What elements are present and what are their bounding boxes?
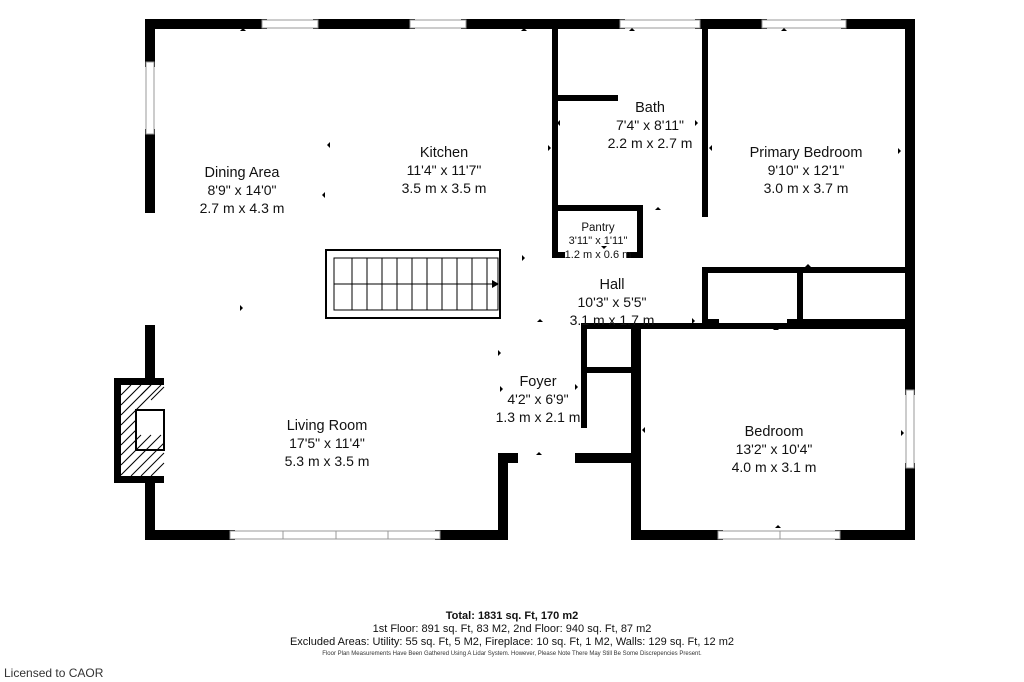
disclaimer: Floor Plan Measurements Have Been Gather… (322, 651, 702, 657)
room-imperial: 17'5" x 11'4" (289, 435, 365, 452)
room-label-kitchen: Kitchen 11'4" x 11'7" 3.5 m x 3.5 m (402, 144, 487, 197)
room-name: Bedroom (744, 424, 804, 440)
room-label-dining: Dining Area 8'9" x 14'0" 2.7 m x 4.3 m (200, 164, 285, 217)
room-label-living: Living Room 17'5" x 11'4" 5.3 m x 3.5 m (285, 417, 370, 470)
room-metric: 5.3 m x 3.5 m (284, 452, 370, 469)
floor-areas: 1st Floor: 891 sq. Ft, 83 M2, 2nd Floor:… (372, 623, 652, 635)
room-imperial: 8'9" x 14'0" (207, 182, 277, 199)
room-name: Primary Bedroom (749, 145, 863, 161)
room-imperial: 7'4" x 8'11" (616, 117, 684, 134)
room-label-hall: Hall 10'3" x 5'5" 3.1 m x 1.7 m (570, 276, 655, 329)
room-name: Hall (599, 277, 625, 293)
room-metric: 2.7 m x 4.3 m (199, 199, 285, 216)
room-imperial: 13'2" x 10'4" (735, 441, 813, 458)
room-label-primary-bedroom: Primary Bedroom 9'10" x 12'1" 3.0 m x 3.… (750, 144, 863, 197)
room-metric: 3.0 m x 3.7 m (763, 179, 849, 196)
room-name: Dining Area (204, 165, 280, 181)
room-metric: 3.5 m x 3.5 m (401, 179, 487, 196)
floor-plan (114, 19, 915, 540)
room-imperial: 4'2" x 6'9" (507, 391, 569, 408)
license-text: Licensed to CAOR (4, 666, 104, 680)
room-metric: 2.2 m x 2.7 m (607, 134, 693, 151)
staircase (325, 249, 501, 319)
room-metric: 4.0 m x 3.1 m (731, 458, 817, 475)
room-name: Kitchen (419, 145, 469, 161)
fireplace (114, 378, 165, 483)
room-name: Pantry (581, 222, 615, 234)
room-imperial: 10'3" x 5'5" (577, 294, 647, 311)
total-area: Total: 1831 sq. Ft, 170 m2 (445, 610, 579, 622)
excluded-areas: Excluded Areas: Utility: 55 sq. Ft, 5 M2… (289, 636, 735, 648)
room-name: Foyer (519, 374, 557, 390)
room-label-bath: Bath 7'4" x 8'11" 2.2 m x 2.7 m (608, 99, 693, 152)
room-imperial: 9'10" x 12'1" (767, 162, 845, 179)
door-markers (240, 28, 904, 528)
area-summary: Total: 1831 sq. Ft, 170 m2 1st Floor: 89… (0, 610, 1024, 657)
room-metric: 1.2 m x 0.6 m (564, 249, 632, 262)
room-imperial: 3'11" x 1'11" (568, 235, 628, 248)
windows (145, 19, 915, 540)
room-imperial: 11'4" x 11'7" (406, 162, 482, 179)
room-metric: 3.1 m x 1.7 m (569, 311, 655, 328)
room-label-bedroom: Bedroom 13'2" x 10'4" 4.0 m x 3.1 m (732, 423, 817, 476)
room-label-foyer: Foyer 4'2" x 6'9" 1.3 m x 2.1 m (496, 373, 581, 426)
room-metric: 1.3 m x 2.1 m (495, 408, 581, 425)
room-name: Bath (635, 100, 665, 116)
room-name: Living Room (286, 418, 368, 434)
room-label-pantry: Pantry 3'11" x 1'11" 1.2 m x 0.6 m (565, 221, 632, 263)
interior-walls (552, 27, 913, 428)
